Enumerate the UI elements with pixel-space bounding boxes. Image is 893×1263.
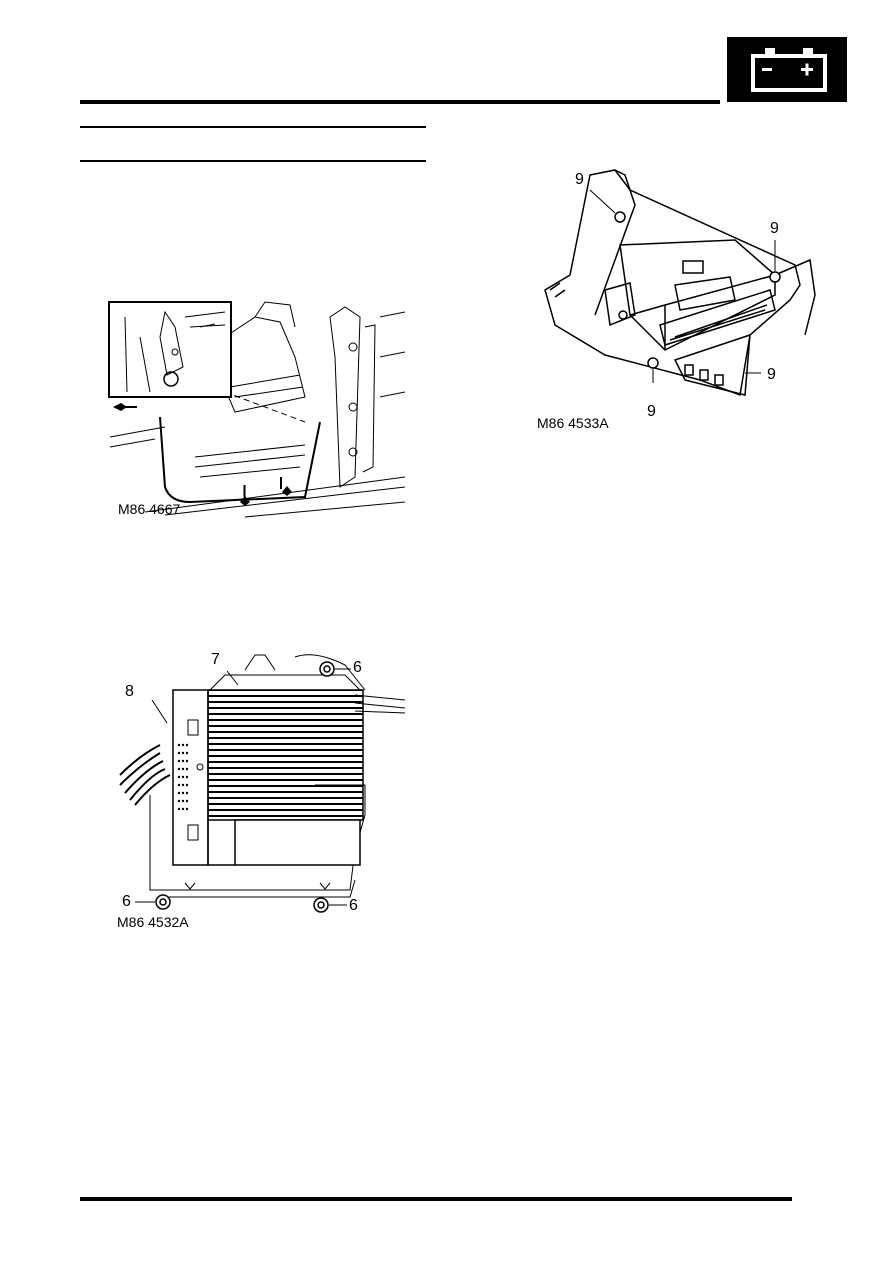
callout-8: 8 — [125, 683, 134, 700]
figure-seat-sill — [105, 297, 410, 519]
figure-caption: M86 4667 — [118, 501, 181, 517]
figure-caption: M86 4533A — [537, 415, 609, 431]
section-badge — [727, 37, 847, 102]
figure-amplifier — [115, 645, 405, 930]
section-rule-top — [80, 126, 426, 128]
header-rule — [80, 100, 720, 104]
callout-9-right: 9 — [767, 366, 776, 383]
amplifier-illustration — [119, 654, 405, 913]
footer-rule — [80, 1197, 792, 1201]
callout-6-bottom-right: 6 — [349, 897, 358, 914]
figure-caption: M86 4532A — [117, 914, 189, 930]
callout-9-top-left: 9 — [575, 171, 584, 188]
callout-9-bottom: 9 — [647, 403, 656, 420]
callout-6-top: 6 — [353, 659, 362, 676]
section-rule-bottom — [80, 160, 426, 162]
callout-6-bottom-left: 6 — [122, 893, 131, 910]
battery-icon — [751, 48, 827, 92]
callout-7: 7 — [211, 651, 220, 668]
seat-sill-illustration — [108, 301, 406, 518]
module-bracket-illustration — [544, 169, 816, 397]
figure-module-bracket — [535, 165, 825, 415]
callout-9-top-right: 9 — [770, 220, 779, 237]
